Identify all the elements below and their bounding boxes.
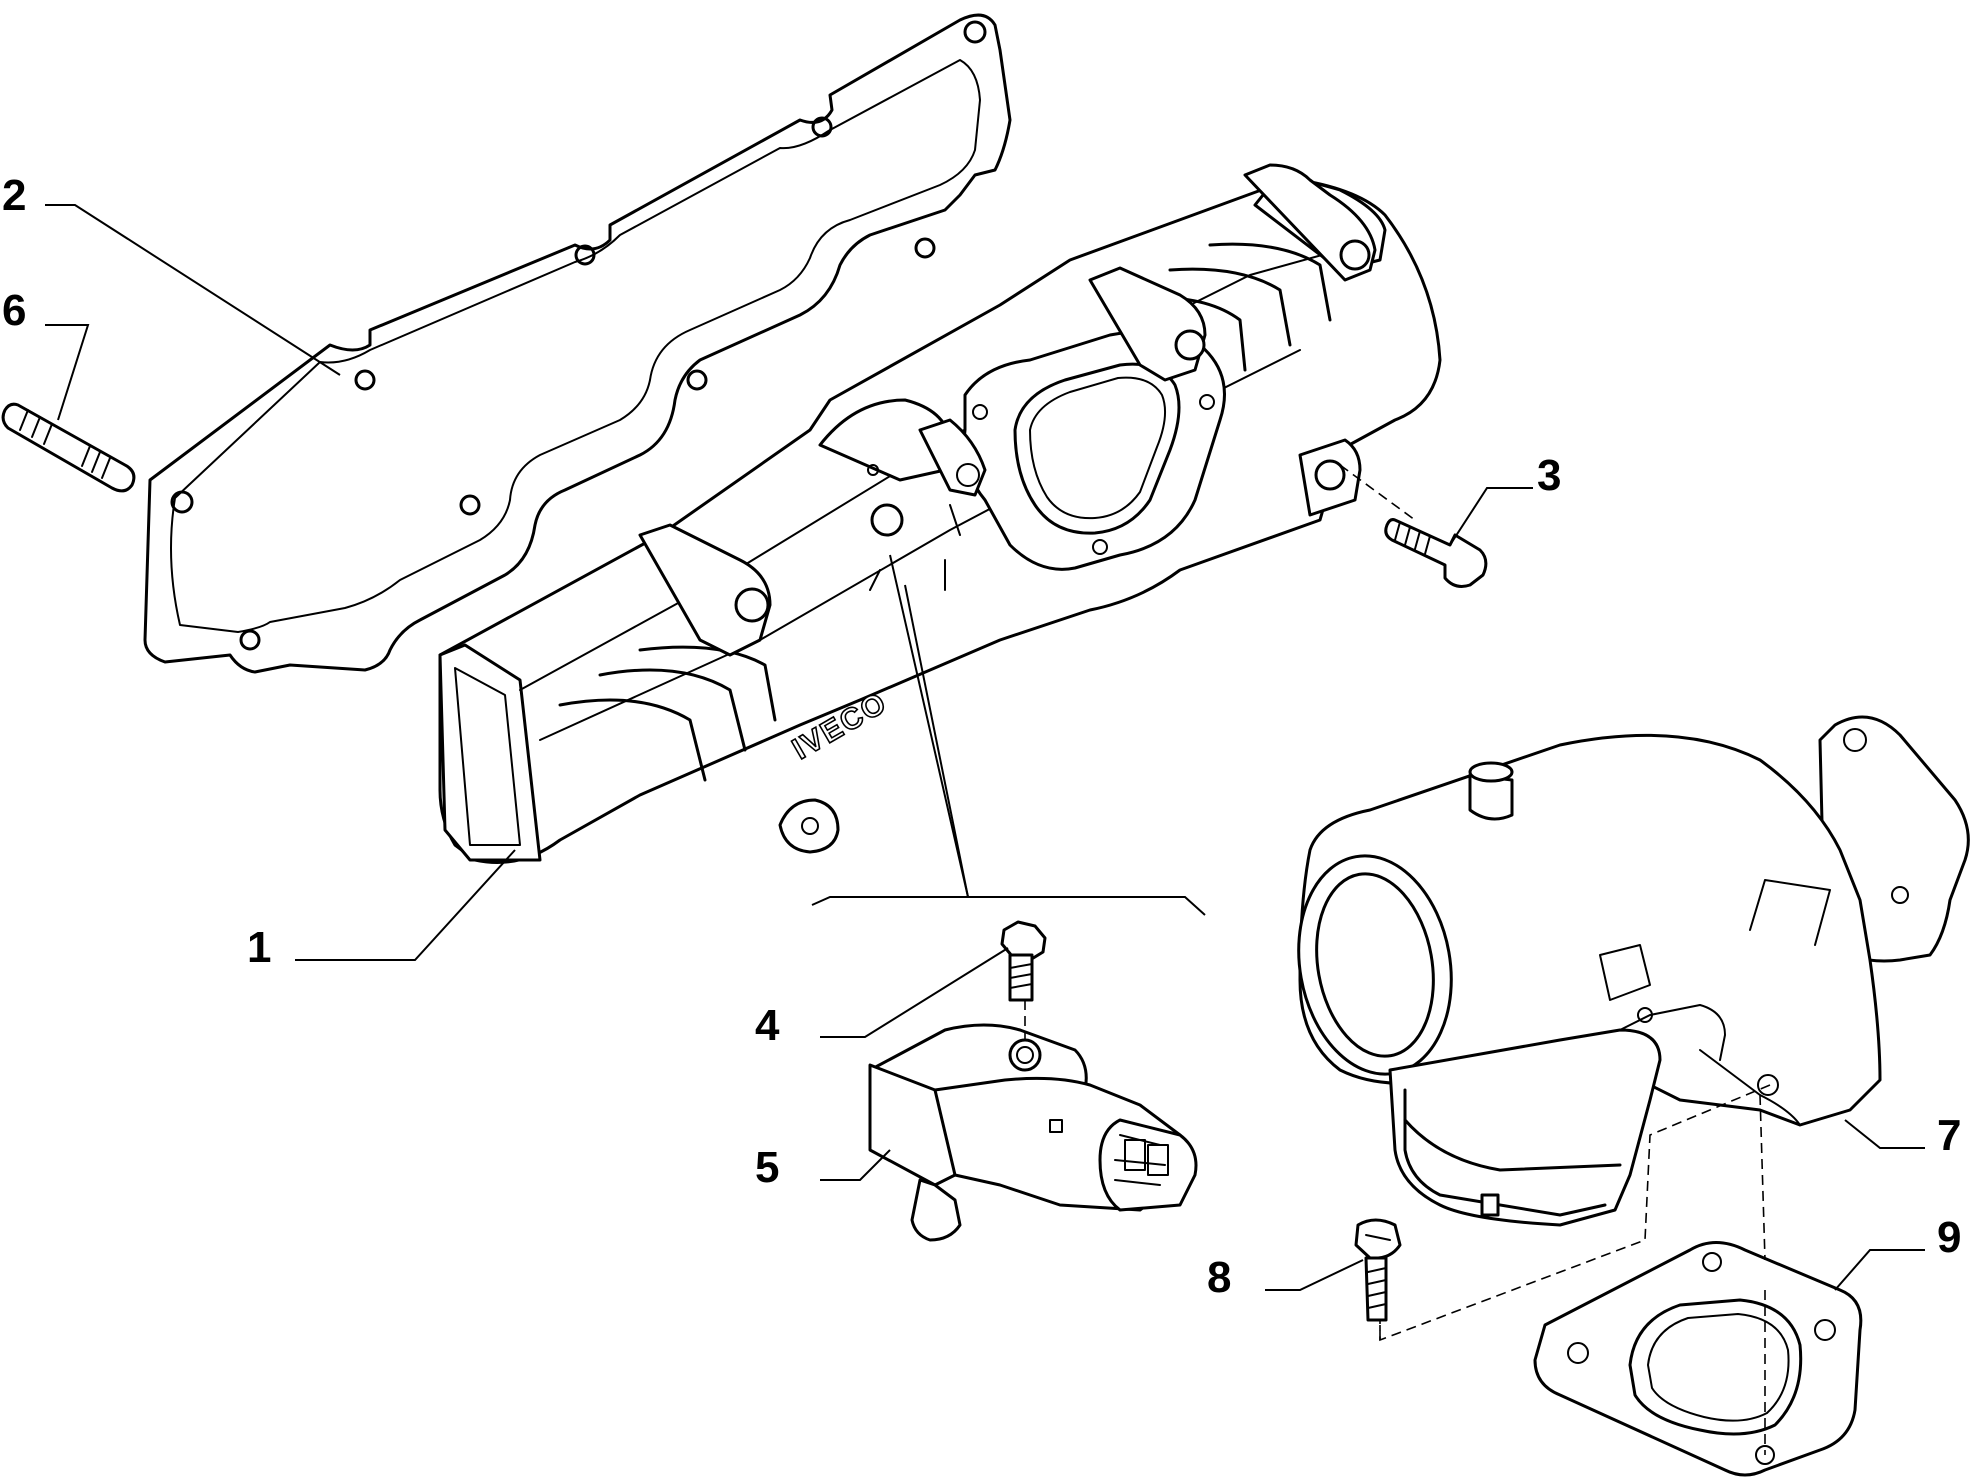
callout-1: 1 bbox=[247, 923, 271, 972]
callout-5: 5 bbox=[755, 1143, 779, 1192]
callout-7: 7 bbox=[1937, 1111, 1961, 1160]
leader-lines bbox=[45, 204, 1925, 1291]
callout-9: 9 bbox=[1937, 1213, 1961, 1262]
callout-4: 4 bbox=[755, 1001, 780, 1050]
part-3-bolt bbox=[1384, 518, 1488, 588]
part-7-inlet-pipe bbox=[1297, 715, 1970, 1227]
part-4-screw bbox=[1000, 920, 1047, 1002]
callout-2: 2 bbox=[2, 171, 26, 220]
callout-8: 8 bbox=[1207, 1253, 1231, 1302]
callout-3: 3 bbox=[1537, 451, 1561, 500]
callout-numbers: 2 6 3 1 4 5 7 8 9 bbox=[2, 171, 1961, 1302]
part-8-screw bbox=[1354, 1218, 1402, 1322]
assembly-guide-lines bbox=[1024, 464, 1771, 1455]
callout-6: 6 bbox=[2, 286, 26, 335]
part-6-stud bbox=[1, 402, 136, 493]
part-2-manifold-gasket bbox=[143, 13, 1012, 674]
part-9-flange-gasket bbox=[1533, 1241, 1863, 1477]
part-5-pressure-sensor bbox=[868, 1023, 1198, 1242]
